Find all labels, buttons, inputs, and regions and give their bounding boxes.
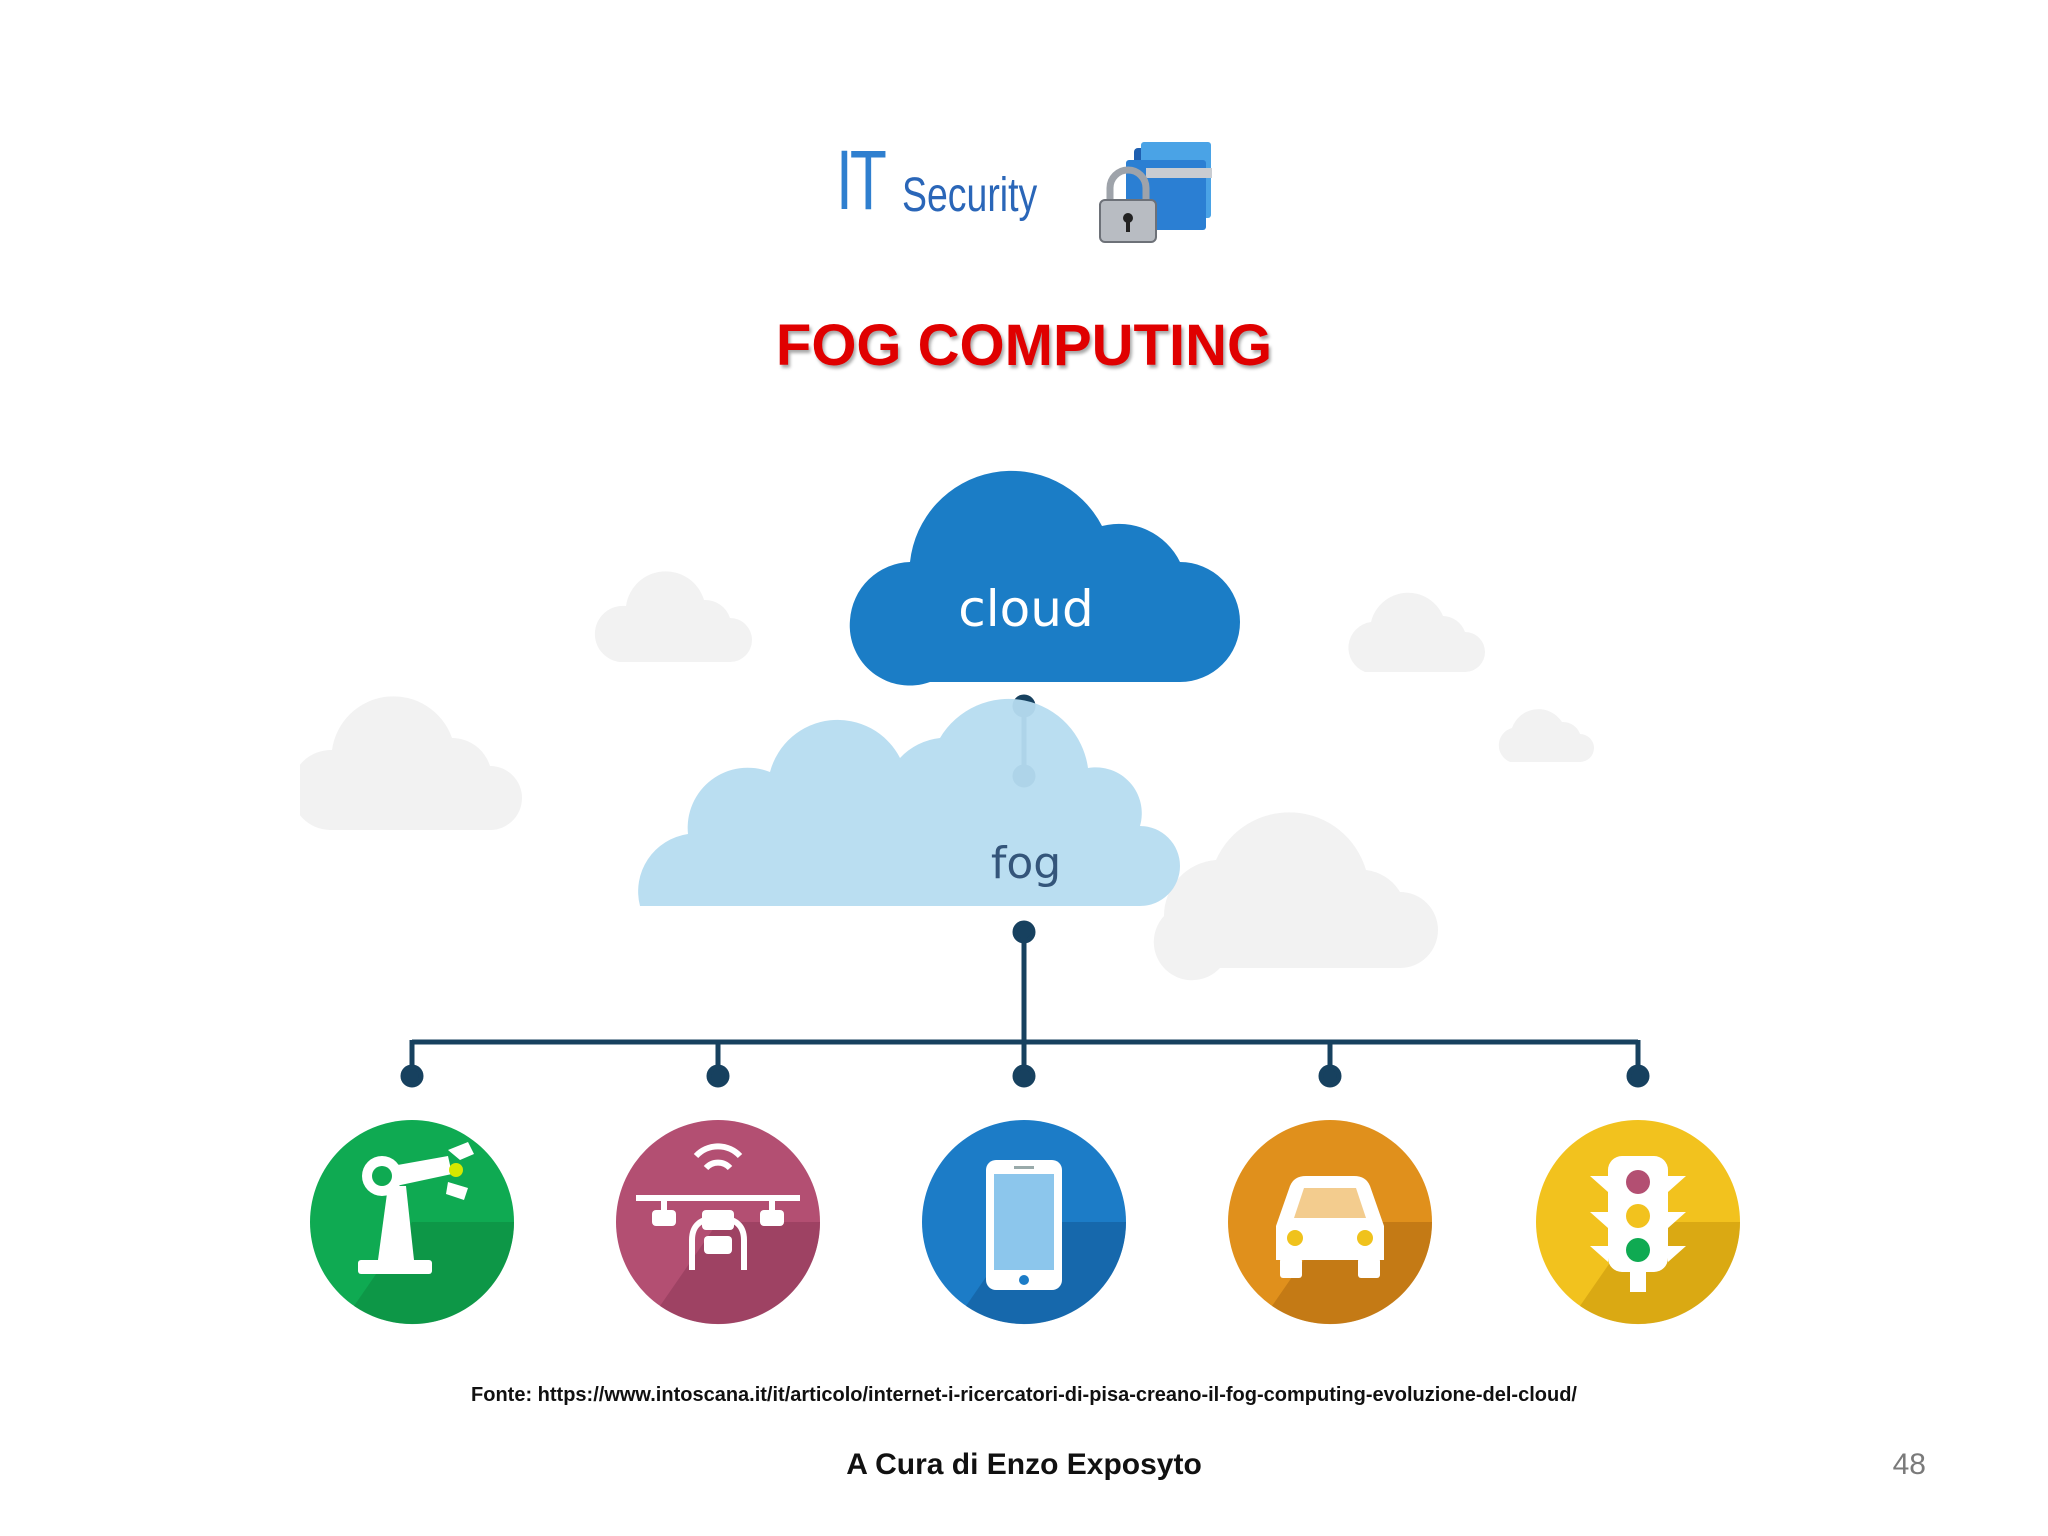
- cloud-label: cloud: [958, 580, 1093, 638]
- background-clouds: [300, 571, 1594, 981]
- logo-it-text: IT: [836, 133, 887, 227]
- device-car: [1228, 1120, 1432, 1325]
- car-icon: [1276, 1176, 1384, 1278]
- device-drone: [616, 1120, 821, 1325]
- device-smartphone: [922, 1120, 1126, 1325]
- logo-wordmark: IT Security: [836, 133, 1037, 227]
- source-citation: Fonte: https://www.intoscana.it/it/artic…: [471, 1384, 1577, 1406]
- smartphone-icon: [986, 1160, 1062, 1290]
- traffic-light-icon: [1590, 1156, 1686, 1292]
- fog-shape: [638, 698, 1180, 906]
- logo-security-text: Security: [902, 169, 1038, 222]
- device-tree-connector: [400, 920, 1650, 1088]
- device-robot-arm: [310, 1120, 515, 1325]
- robot-arm-icon: [358, 1142, 474, 1274]
- page-title: FOG COMPUTING: [775, 313, 1273, 378]
- folder-padlock-icon: [1099, 142, 1212, 243]
- page-number: 48: [1892, 1448, 1926, 1481]
- fog-computing-diagram: cloud fog: [300, 470, 1740, 1325]
- cloud-shape: [849, 470, 1240, 686]
- footer-author: A Cura di Enzo Exposyto: [846, 1448, 1202, 1481]
- fog-label: fog: [991, 838, 1061, 889]
- it-security-logo: IT Security: [836, 138, 1226, 248]
- device-traffic-light: [1536, 1120, 1740, 1325]
